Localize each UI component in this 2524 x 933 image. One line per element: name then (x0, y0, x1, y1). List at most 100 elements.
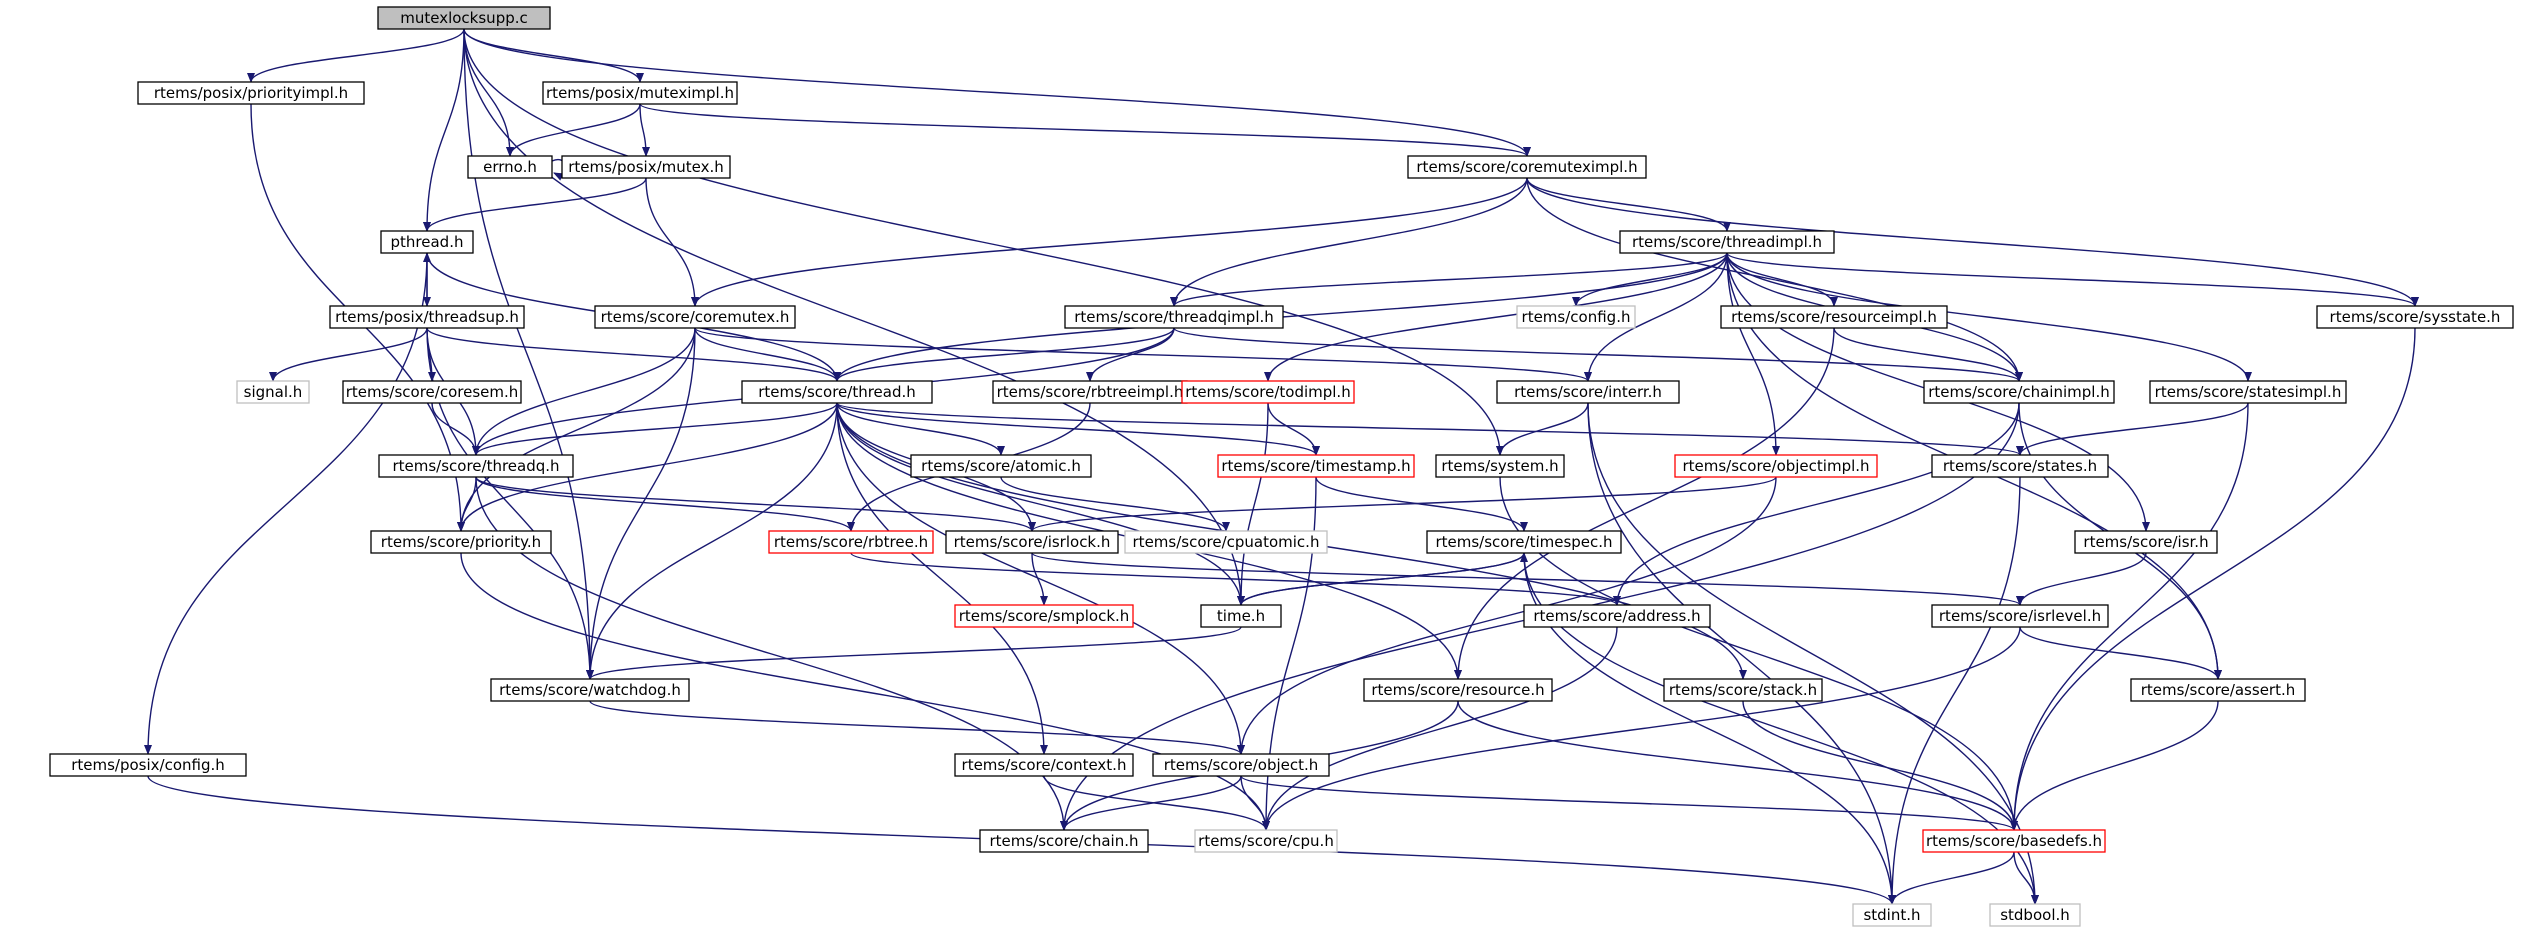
node-threadqimpl[interactable]: rtems/score/threadqimpl.h (1064, 305, 1284, 329)
node-assert[interactable]: rtems/score/assert.h (2130, 678, 2306, 702)
node-resourceimpl[interactable]: rtems/score/resourceimpl.h (1720, 305, 1948, 329)
node-box (1435, 454, 1565, 478)
node-box (910, 454, 1092, 478)
node-mutex[interactable]: rtems/posix/mutex.h (561, 155, 731, 179)
node-isrlevel[interactable]: rtems/score/isrlevel.h (1931, 604, 2109, 628)
node-label: signal.h (244, 383, 303, 401)
edge-thread-to-states (836, 402, 2024, 456)
node-address[interactable]: rtems/score/address.h (1523, 604, 1711, 628)
node-stdint[interactable]: stdint.h (1852, 903, 1932, 927)
edge-thread-to-threadq (472, 402, 838, 456)
edge-todimpl-to-timestamp (1267, 402, 1320, 456)
node-label: rtems/score/states.h (1943, 457, 2097, 475)
node-box (561, 155, 731, 179)
node-signal[interactable]: signal.h (236, 380, 310, 404)
node-posixconfig[interactable]: rtems/posix/config.h (49, 753, 247, 777)
node-label: rtems/score/objectimpl.h (1682, 457, 1869, 475)
node-object[interactable]: rtems/score/object.h (1152, 753, 1330, 777)
node-statesimpl[interactable]: rtems/score/statesimpl.h (2149, 380, 2347, 404)
node-label: stdint.h (1863, 906, 1920, 924)
edge-thread-to-object (836, 402, 1245, 755)
node-stack[interactable]: rtems/score/stack.h (1663, 678, 1823, 702)
node-resource[interactable]: rtems/score/resource.h (1363, 678, 1553, 702)
node-cpuatomic[interactable]: rtems/score/cpuatomic.h (1124, 530, 1328, 554)
edge-pthread-to-posixconfig (144, 252, 428, 755)
node-label: rtems/score/statesimpl.h (2155, 383, 2342, 401)
node-box (490, 678, 690, 702)
node-box (49, 753, 247, 777)
node-context[interactable]: rtems/score/context.h (954, 753, 1134, 777)
node-smplock[interactable]: rtems/score/smplock.h (954, 604, 1134, 628)
node-label: rtems/score/context.h (962, 756, 1127, 774)
node-box (1720, 305, 1948, 329)
edge-coremutex-to-interr (694, 327, 1592, 382)
edge-root-to-muteximpl (463, 28, 644, 83)
edge-mutex-to-coremutex (645, 177, 699, 307)
node-isr[interactable]: rtems/score/isr.h (2074, 530, 2218, 554)
node-threadimpl[interactable]: rtems/score/threadimpl.h (1619, 230, 1835, 254)
node-chainimpl[interactable]: rtems/score/chainimpl.h (1923, 380, 2115, 404)
edge-root-to-time (463, 28, 1245, 606)
edge-threadsup-to-thread (426, 327, 841, 382)
node-priorityimpl[interactable]: rtems/posix/priorityimpl.h (137, 81, 365, 105)
node-config[interactable]: rtems/config.h (1516, 305, 1636, 329)
edge-threadq-to-priority (457, 476, 477, 532)
edge-threadimpl-to-todimpl (1264, 252, 1728, 382)
node-sysstate[interactable]: rtems/score/sysstate.h (2316, 305, 2514, 329)
node-pthread[interactable]: pthread.h (380, 230, 474, 254)
node-interr[interactable]: rtems/score/interr.h (1496, 380, 1680, 404)
node-box (1426, 530, 1622, 554)
node-rbtreeimpl[interactable]: rtems/score/rbtreeimpl.h (992, 380, 1188, 404)
node-box (1619, 230, 1835, 254)
node-rbtree[interactable]: rtems/score/rbtree.h (768, 530, 934, 554)
node-root: mutexlocksupp.c (377, 6, 551, 30)
node-time[interactable]: time.h (1200, 604, 1282, 628)
node-coremuteximpl[interactable]: rtems/score/coremuteximpl.h (1407, 155, 1647, 179)
node-label: rtems/score/interr.h (1514, 383, 1662, 401)
node-label: rtems/score/resource.h (1371, 681, 1544, 699)
node-label: pthread.h (391, 233, 464, 251)
node-states[interactable]: rtems/score/states.h (1931, 454, 2109, 478)
node-basedefs[interactable]: rtems/score/basedefs.h (1922, 829, 2106, 853)
edge-threadimpl-to-statesimpl (1726, 252, 2252, 382)
node-thread[interactable]: rtems/score/thread.h (741, 380, 933, 404)
edge-root-to-system (463, 28, 1504, 456)
file-nodes: mutexlocksupp.c rtems/posix/priorityimpl.… (49, 6, 2514, 927)
edge-coremutex-to-threadq (472, 327, 696, 456)
node-threadq[interactable]: rtems/score/threadq.h (378, 454, 574, 478)
node-atomic[interactable]: rtems/score/atomic.h (910, 454, 1092, 478)
node-chain[interactable]: rtems/score/chain.h (979, 829, 1149, 853)
node-box (1923, 380, 2115, 404)
node-stdbool[interactable]: stdbool.h (1989, 903, 2081, 927)
edge-thread-to-watchdog (586, 402, 838, 680)
node-label: rtems/score/isrlock.h (954, 533, 1111, 551)
node-objectimpl[interactable]: rtems/score/objectimpl.h (1674, 454, 1878, 478)
node-box (137, 81, 365, 105)
node-timestamp[interactable]: rtems/score/timestamp.h (1217, 454, 1415, 478)
node-box (1989, 903, 2081, 927)
edge-stack-to-basedefs (1742, 700, 2018, 831)
node-threadsup[interactable]: rtems/posix/threadsup.h (329, 305, 525, 329)
node-label: rtems/score/threadqimpl.h (1074, 308, 1274, 326)
node-coresem[interactable]: rtems/score/coresem.h (342, 380, 522, 404)
node-box (542, 81, 738, 105)
edge-address-to-cpu (1262, 626, 1618, 831)
edge-isr-to-isrlevel (2016, 552, 2147, 606)
node-coremutex[interactable]: rtems/score/coremutex.h (594, 305, 796, 329)
node-box (2074, 530, 2218, 554)
node-cpu[interactable]: rtems/score/cpu.h (1194, 829, 1338, 853)
node-watchdog[interactable]: rtems/score/watchdog.h (490, 678, 690, 702)
node-isrlock[interactable]: rtems/score/isrlock.h (945, 530, 1119, 554)
node-muteximpl[interactable]: rtems/posix/muteximpl.h (542, 81, 738, 105)
edge-coremuteximpl-to-sysstate (1526, 177, 2419, 307)
node-box (1852, 903, 1932, 927)
node-label: errno.h (483, 158, 537, 176)
node-system[interactable]: rtems/system.h (1435, 454, 1565, 478)
node-errno[interactable]: errno.h (467, 155, 553, 179)
node-label: rtems/score/resourceimpl.h (1731, 308, 1937, 326)
node-label: rtems/score/coremuteximpl.h (1416, 158, 1637, 176)
node-priority[interactable]: rtems/score/priority.h (370, 530, 552, 554)
node-timespec[interactable]: rtems/score/timespec.h (1426, 530, 1622, 554)
node-todimpl[interactable]: rtems/score/todimpl.h (1181, 380, 1355, 404)
edge-time-to-watchdog (586, 626, 1242, 680)
